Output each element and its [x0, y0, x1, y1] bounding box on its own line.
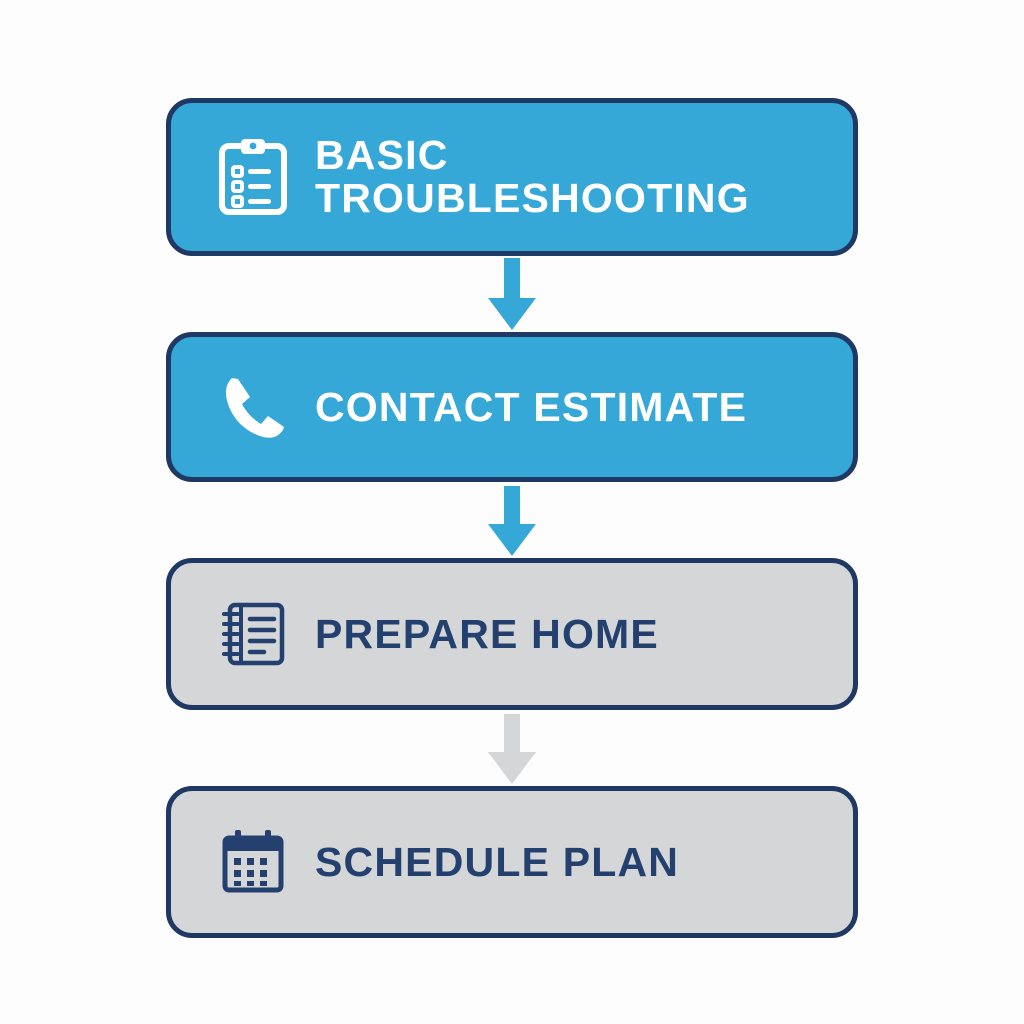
flow-step-label: Prepare Home: [315, 610, 659, 657]
down-arrow-icon-2: [0, 486, 1024, 558]
flow-step-label: Contact Estimate: [315, 383, 748, 430]
flow-step-basic-troubleshooting[interactable]: Basic Troubleshooting: [166, 98, 858, 256]
flow-step-schedule-plan[interactable]: Schedule Plan: [166, 786, 858, 938]
flow-step-contact-estimate[interactable]: Contact Estimate: [166, 332, 858, 482]
calendar-icon: [213, 822, 293, 902]
flow-step-label: Basic Troubleshooting: [315, 132, 750, 221]
notebook-icon: [213, 594, 293, 674]
down-arrow-icon-3: [0, 714, 1024, 786]
down-arrow-icon-1: [0, 258, 1024, 332]
clipboard-checklist-icon: [213, 137, 293, 217]
flow-step-prepare-home[interactable]: Prepare Home: [166, 558, 858, 710]
flow-step-label: Schedule Plan: [315, 838, 680, 885]
phone-icon: [213, 367, 293, 447]
